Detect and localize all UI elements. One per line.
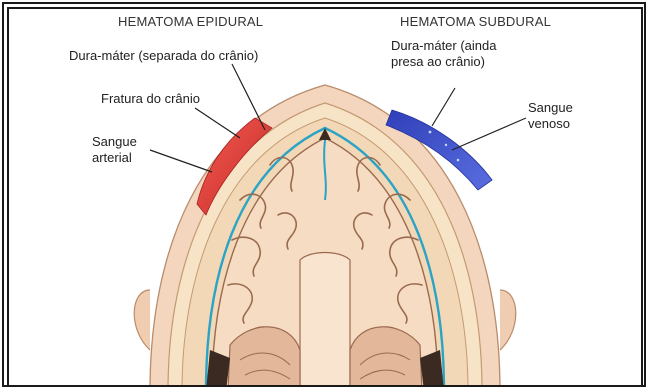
ear-left	[134, 290, 150, 350]
label-venous-blood-line1: Sangue	[528, 100, 573, 115]
header-epidural: HEMATOMA EPIDURAL	[118, 14, 263, 29]
label-venous-blood-line2: venoso	[528, 116, 570, 131]
ear-right	[500, 290, 516, 350]
label-skull-fracture: Fratura do crânio	[101, 91, 200, 106]
temporal-lobe-right	[350, 327, 422, 391]
label-dura-separated: Dura-máter (separada do crânio)	[69, 48, 258, 63]
temporal-lobe-left	[228, 327, 300, 391]
brain-midline	[300, 253, 350, 391]
label-arterial-blood-line2: arterial	[92, 150, 132, 165]
label-dura-attached-line2: presa ao crânio)	[391, 54, 485, 69]
label-dura-attached-line1: Dura-máter (ainda	[391, 38, 497, 53]
label-arterial-blood-line1: Sangue	[92, 134, 137, 149]
header-subdural: HEMATOMA SUBDURAL	[400, 14, 551, 29]
